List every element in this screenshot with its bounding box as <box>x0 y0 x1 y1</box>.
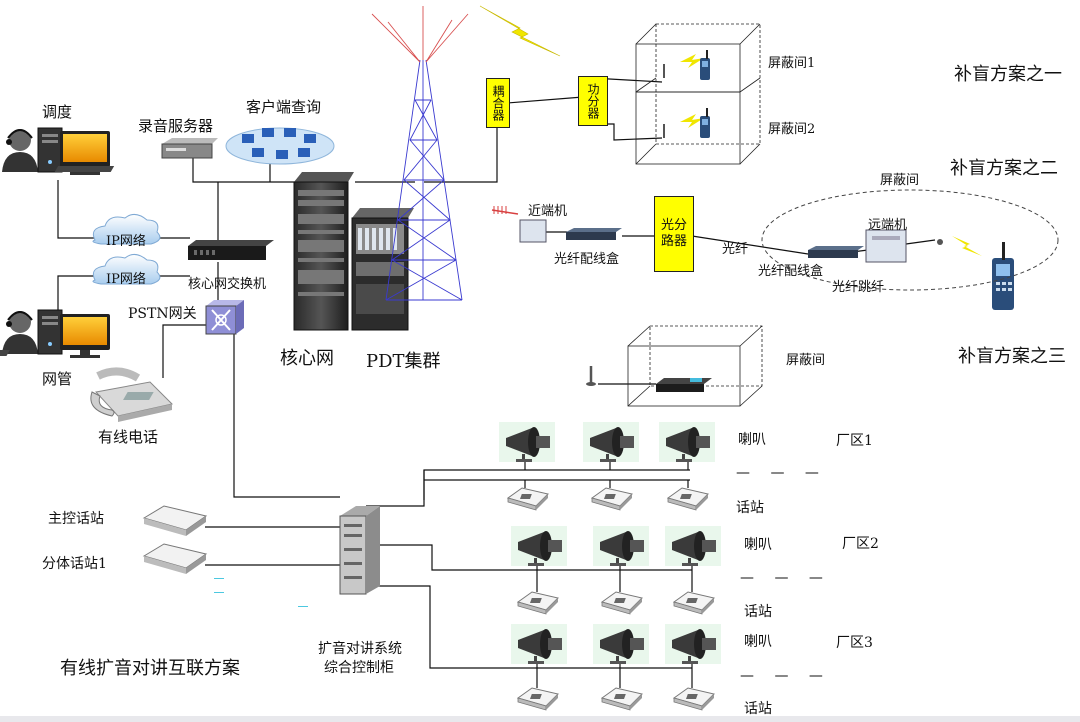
remote-end-unit-icon <box>865 229 907 263</box>
network-management-workstation-icon <box>0 309 110 358</box>
pdt-cluster-rack-icon <box>351 208 414 331</box>
coupler-box: 耦合器 <box>486 78 510 128</box>
ip-network-cloud-1 <box>92 214 161 245</box>
scheme-3-label: 补盲方案之三 <box>958 346 1066 367</box>
core-network-label: 核心网 <box>280 348 334 369</box>
optical-splitter-label: 光分路器 <box>660 218 687 249</box>
radio-tower-icon <box>371 6 469 301</box>
cyan-mark-2 <box>214 592 224 593</box>
wireless-signal-icon <box>479 5 561 57</box>
wired-telephone-icon <box>90 367 173 422</box>
core-switch-label: 核心网交换机 <box>188 277 267 292</box>
fiber-label: 光纤 <box>722 242 749 257</box>
zone-2-dash: — — — <box>740 570 831 586</box>
pdt-cluster-label: PDT集群 <box>366 351 441 372</box>
shield-room-oval <box>761 189 1059 291</box>
control-cabinet-icon <box>339 506 380 595</box>
zone-1-stations <box>507 487 709 511</box>
pstn-gateway-icon <box>205 300 244 335</box>
shield-room-3-equipment <box>586 366 712 392</box>
dispatch-workstation-icon <box>1 127 115 175</box>
zone-2-speaker-label: 喇叭 <box>744 537 772 553</box>
shield-room-3-label: 屏蔽间 <box>786 353 826 368</box>
zone-1-speaker-label: 喇叭 <box>738 432 766 448</box>
shield-room-1-label: 屏蔽间1 <box>768 56 816 71</box>
fiber-distribution-box-right-icon <box>808 246 864 258</box>
zone-1-speakers <box>499 422 715 462</box>
shield-room-2-label: 屏蔽间2 <box>768 122 816 137</box>
connection-lines <box>57 77 936 688</box>
master-station-icon <box>142 505 208 536</box>
core-switch-icon <box>188 240 274 260</box>
zone-3-label: 厂区3 <box>836 635 873 651</box>
wired-scheme-label: 有线扩音对讲互联方案 <box>60 658 240 679</box>
ip-network-label-2: IP网络 <box>106 272 146 287</box>
client-query-cloud <box>225 127 335 165</box>
oval-shield-room-label: 屏蔽间 <box>880 173 920 188</box>
shield-room-cube-3 <box>627 325 763 407</box>
shield-room-1-equipment <box>663 50 710 80</box>
shield-room-2-equipment <box>663 108 710 138</box>
dispatch-label: 调度 <box>42 103 73 121</box>
control-cabinet-label-1: 扩音对讲系统 <box>318 641 402 657</box>
cyan-mark-1 <box>214 578 224 579</box>
zone-3-station-label: 话站 <box>744 701 772 717</box>
zone-2-label: 厂区2 <box>842 536 879 552</box>
fiber-box-right-label: 光纤配线盒 <box>758 264 824 279</box>
scheme-2-label: 补盲方案之二 <box>950 158 1058 179</box>
shield-room-cube-1-2 <box>635 23 761 165</box>
optical-splitter-box: 光分路器 <box>654 196 694 272</box>
zone-3-speakers <box>511 624 721 664</box>
zone-1-dash: — — — <box>736 465 827 481</box>
fiber-distribution-box-left-icon <box>566 228 622 240</box>
split-station-icon <box>142 543 208 574</box>
zone-1-station-label: 话站 <box>736 500 764 516</box>
master-station-label: 主控话站 <box>48 511 104 527</box>
cyan-mark-3 <box>298 606 308 607</box>
scheme-1-label: 补盲方案之一 <box>954 64 1062 85</box>
recording-server-icon <box>161 138 218 159</box>
handheld-radio-icon <box>992 242 1014 310</box>
zone-3-dash: — — — <box>740 668 831 684</box>
remote-end-signal-icon <box>937 236 982 256</box>
ip-network-cloud-2 <box>92 254 161 285</box>
zone-1-label: 厂区1 <box>836 433 873 449</box>
client-query-label: 客户端查询 <box>246 98 322 116</box>
core-network-rack-icon <box>293 172 354 331</box>
near-end-label: 近端机 <box>528 204 568 219</box>
bottom-bar <box>0 716 1080 722</box>
control-cabinet-label-2: 综合控制柜 <box>324 660 394 676</box>
power-splitter-box: 功分器 <box>578 76 608 126</box>
split-station-label: 分体话站1 <box>42 556 107 572</box>
network-management-label: 网管 <box>42 370 73 388</box>
fiber-jumper-label: 光纤跳纤 <box>832 280 885 295</box>
recording-server-label: 录音服务器 <box>138 117 214 135</box>
near-end-unit-icon <box>491 206 547 243</box>
fiber-box-left-label: 光纤配线盒 <box>554 252 620 267</box>
zone-2-station-label: 话站 <box>744 604 772 620</box>
wired-phone-label: 有线电话 <box>98 428 159 446</box>
zone-2-stations <box>517 591 715 615</box>
zone-2-speakers <box>511 526 721 566</box>
zone-3-stations <box>517 687 715 711</box>
zone-3-speaker-label: 喇叭 <box>744 634 772 650</box>
pstn-gateway-label: PSTN网关 <box>128 306 197 322</box>
remote-end-label: 远端机 <box>868 218 908 233</box>
ip-network-label-1: IP网络 <box>106 234 146 249</box>
